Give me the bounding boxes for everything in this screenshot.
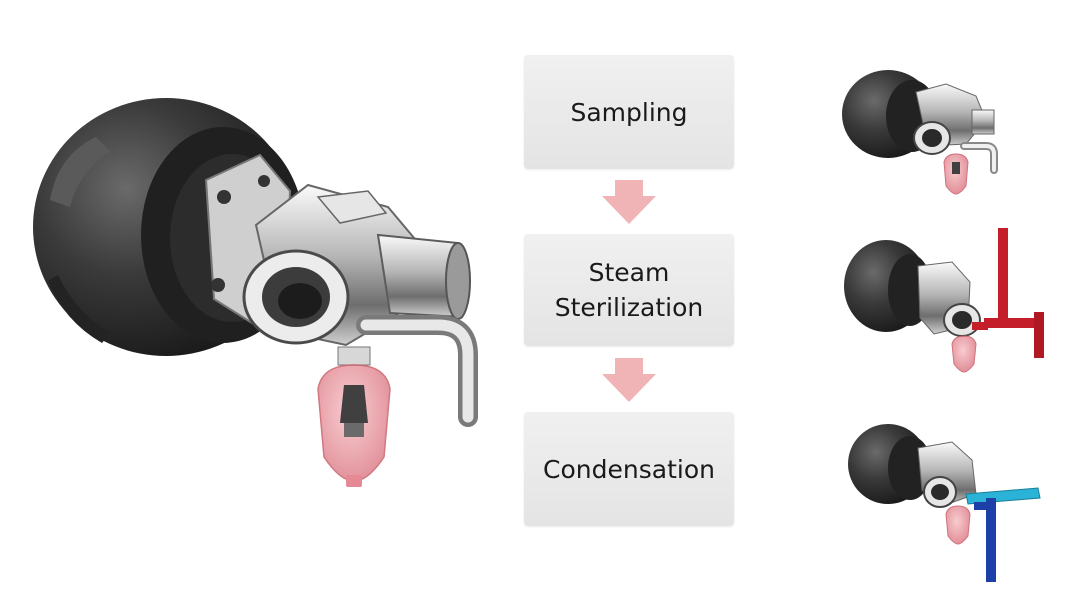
- step-sampling-box: Sampling: [524, 55, 734, 169]
- down-arrow-icon: [602, 358, 656, 402]
- step-steam-sterilization-label: Steam Sterilization: [554, 258, 704, 322]
- condensation-valve-thumbnail: [848, 424, 1041, 582]
- main-valve-illustration: [33, 98, 478, 487]
- sampling-valve-thumbnail: [842, 70, 998, 195]
- step-sampling-label: Sampling: [570, 97, 688, 127]
- step-steam-sterilization-box: Steam Sterilization: [524, 234, 734, 346]
- step-condensation-label: Condensation: [543, 454, 715, 484]
- step-condensation-box: Condensation: [524, 412, 734, 526]
- down-arrow-icon: [602, 180, 656, 224]
- steam-sterilization-valve-thumbnail: [844, 228, 1044, 373]
